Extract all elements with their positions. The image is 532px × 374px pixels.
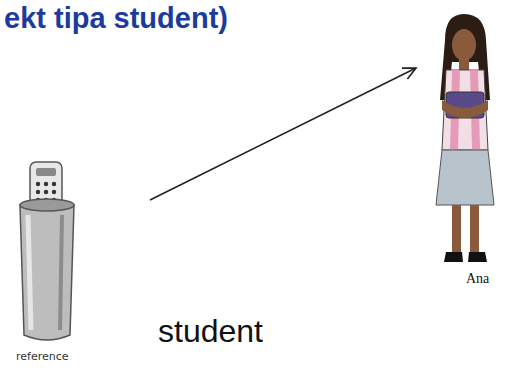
variable-name: student: [158, 313, 263, 350]
object-node: Ana: [420, 5, 520, 295]
object-name: Ana: [466, 271, 489, 287]
reference-node: referencestudent: [12, 155, 150, 370]
remote-in-cup: [20, 162, 74, 340]
title: ekt tipa student): [4, 2, 228, 35]
reference-arrow: [150, 68, 416, 200]
reference-label: reference: [16, 350, 69, 363]
girl-figure: [436, 14, 494, 262]
